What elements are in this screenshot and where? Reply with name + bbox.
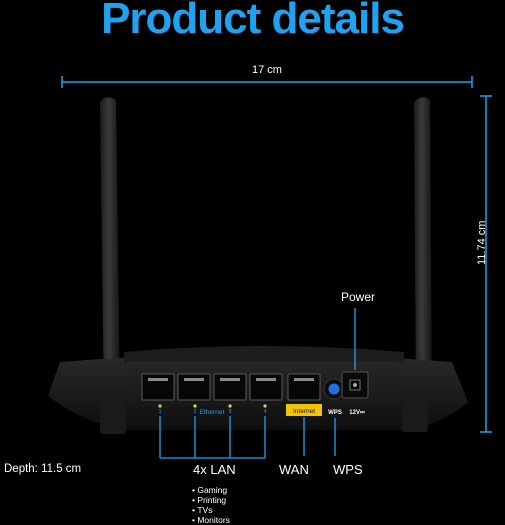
list-item: TVs — [192, 505, 230, 515]
wps-callout-label: WPS — [333, 462, 363, 477]
lan-number-3: 3 — [229, 409, 232, 415]
lan-number-2: 2 — [194, 409, 197, 415]
internet-label: Internet — [293, 408, 315, 415]
wps-silk-label: WPS — [328, 410, 342, 416]
wps-button — [323, 378, 345, 400]
power-jack — [341, 371, 369, 399]
power-silk-label: 12V⎓ — [349, 410, 365, 416]
lan-leds — [158, 404, 267, 408]
lan-number-4: 4 — [264, 409, 267, 415]
internet-label-badge — [286, 404, 322, 416]
list-item: Gaming — [192, 485, 230, 495]
right-antenna — [414, 97, 432, 404]
width-dimension-line — [61, 76, 473, 88]
height-label: 11.74 cm — [476, 220, 488, 265]
depth-label: Depth: 11.5 cm — [4, 463, 82, 475]
height-dimension-line — [480, 95, 492, 433]
list-item: Printing — [192, 495, 230, 505]
lan-callout-label: 4x LAN — [193, 462, 236, 477]
left-antenna — [100, 97, 120, 404]
lan-number-1: 1 — [159, 409, 162, 415]
lan-port-contacts — [148, 378, 276, 381]
lan-uses-list: Gaming Printing TVs Monitors — [192, 485, 230, 525]
lan-bracket-line — [159, 416, 266, 459]
page-title: Product details — [101, 0, 405, 43]
ethernet-label: Ethernet — [200, 409, 225, 416]
wan-callout-label: WAN — [279, 462, 309, 477]
list-item: Monitors — [192, 515, 230, 525]
wan-port — [287, 373, 321, 401]
width-label: 17 cm — [252, 64, 282, 76]
power-callout-label: Power — [341, 290, 376, 304]
